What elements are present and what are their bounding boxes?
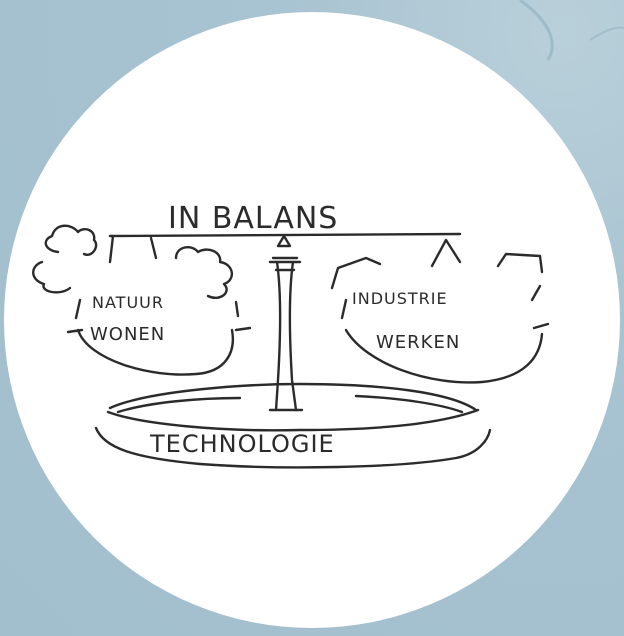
right-label-werken: WERKEN (376, 332, 460, 353)
base-label-technologie: TECHNOLOGIE (149, 430, 335, 458)
scale-pointer (276, 234, 292, 248)
left-hanger (108, 234, 158, 264)
scale-beam (108, 232, 462, 238)
scale-column (268, 256, 304, 412)
left-label-wonen: WONEN (90, 324, 165, 345)
right-label-industrie: INDUSTRIE (352, 289, 448, 308)
left-tree-scribble (44, 224, 98, 256)
white-circle (4, 12, 620, 628)
right-pan (344, 328, 544, 384)
left-pan (76, 328, 235, 376)
right-house-scribble (330, 256, 382, 290)
scale-base (94, 382, 492, 469)
left-label-natuur: NATUUR (92, 293, 164, 312)
diagram-title: IN BALANS (168, 201, 338, 236)
